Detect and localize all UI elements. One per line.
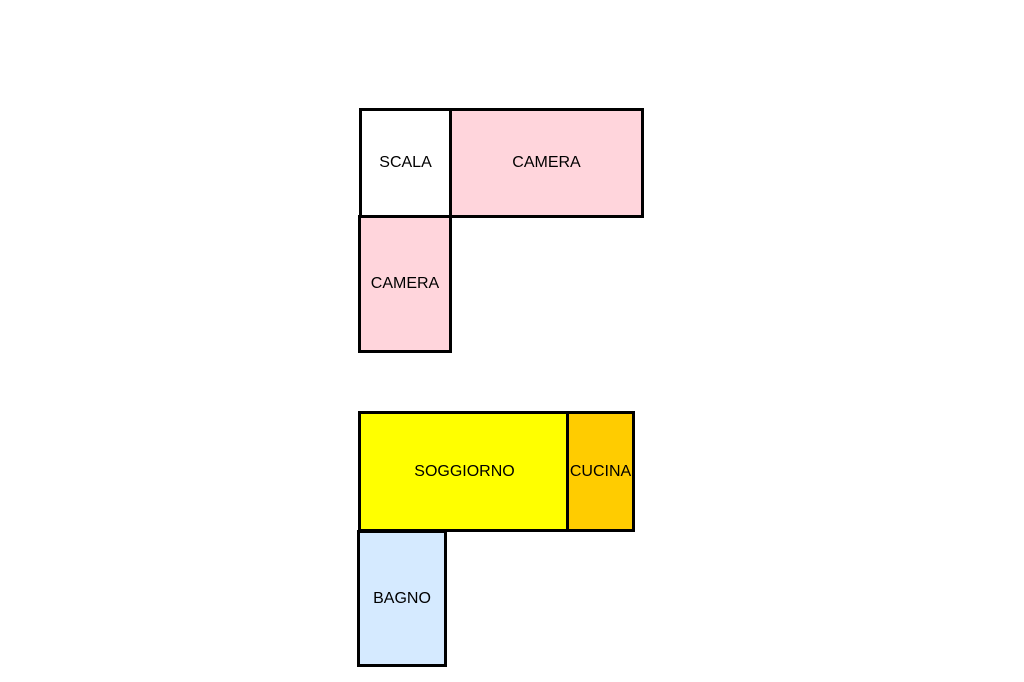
room-label-soggiorno: SOGGIORNO <box>414 462 515 480</box>
room-cucina: CUCINA <box>566 411 635 532</box>
room-label-scala: SCALA <box>379 154 432 171</box>
room-label-bagno: BAGNO <box>373 589 431 607</box>
room-camera-lower: CAMERA <box>358 215 452 353</box>
room-label-camera-upper: CAMERA <box>512 154 581 171</box>
room-bagno: BAGNO <box>357 530 447 667</box>
room-soggiorno: SOGGIORNO <box>358 411 571 532</box>
room-camera-upper: CAMERA <box>449 108 644 218</box>
room-scala: SCALA <box>359 108 452 218</box>
room-label-cucina: CUCINA <box>569 462 632 480</box>
room-label-camera-lower: CAMERA <box>370 275 440 292</box>
